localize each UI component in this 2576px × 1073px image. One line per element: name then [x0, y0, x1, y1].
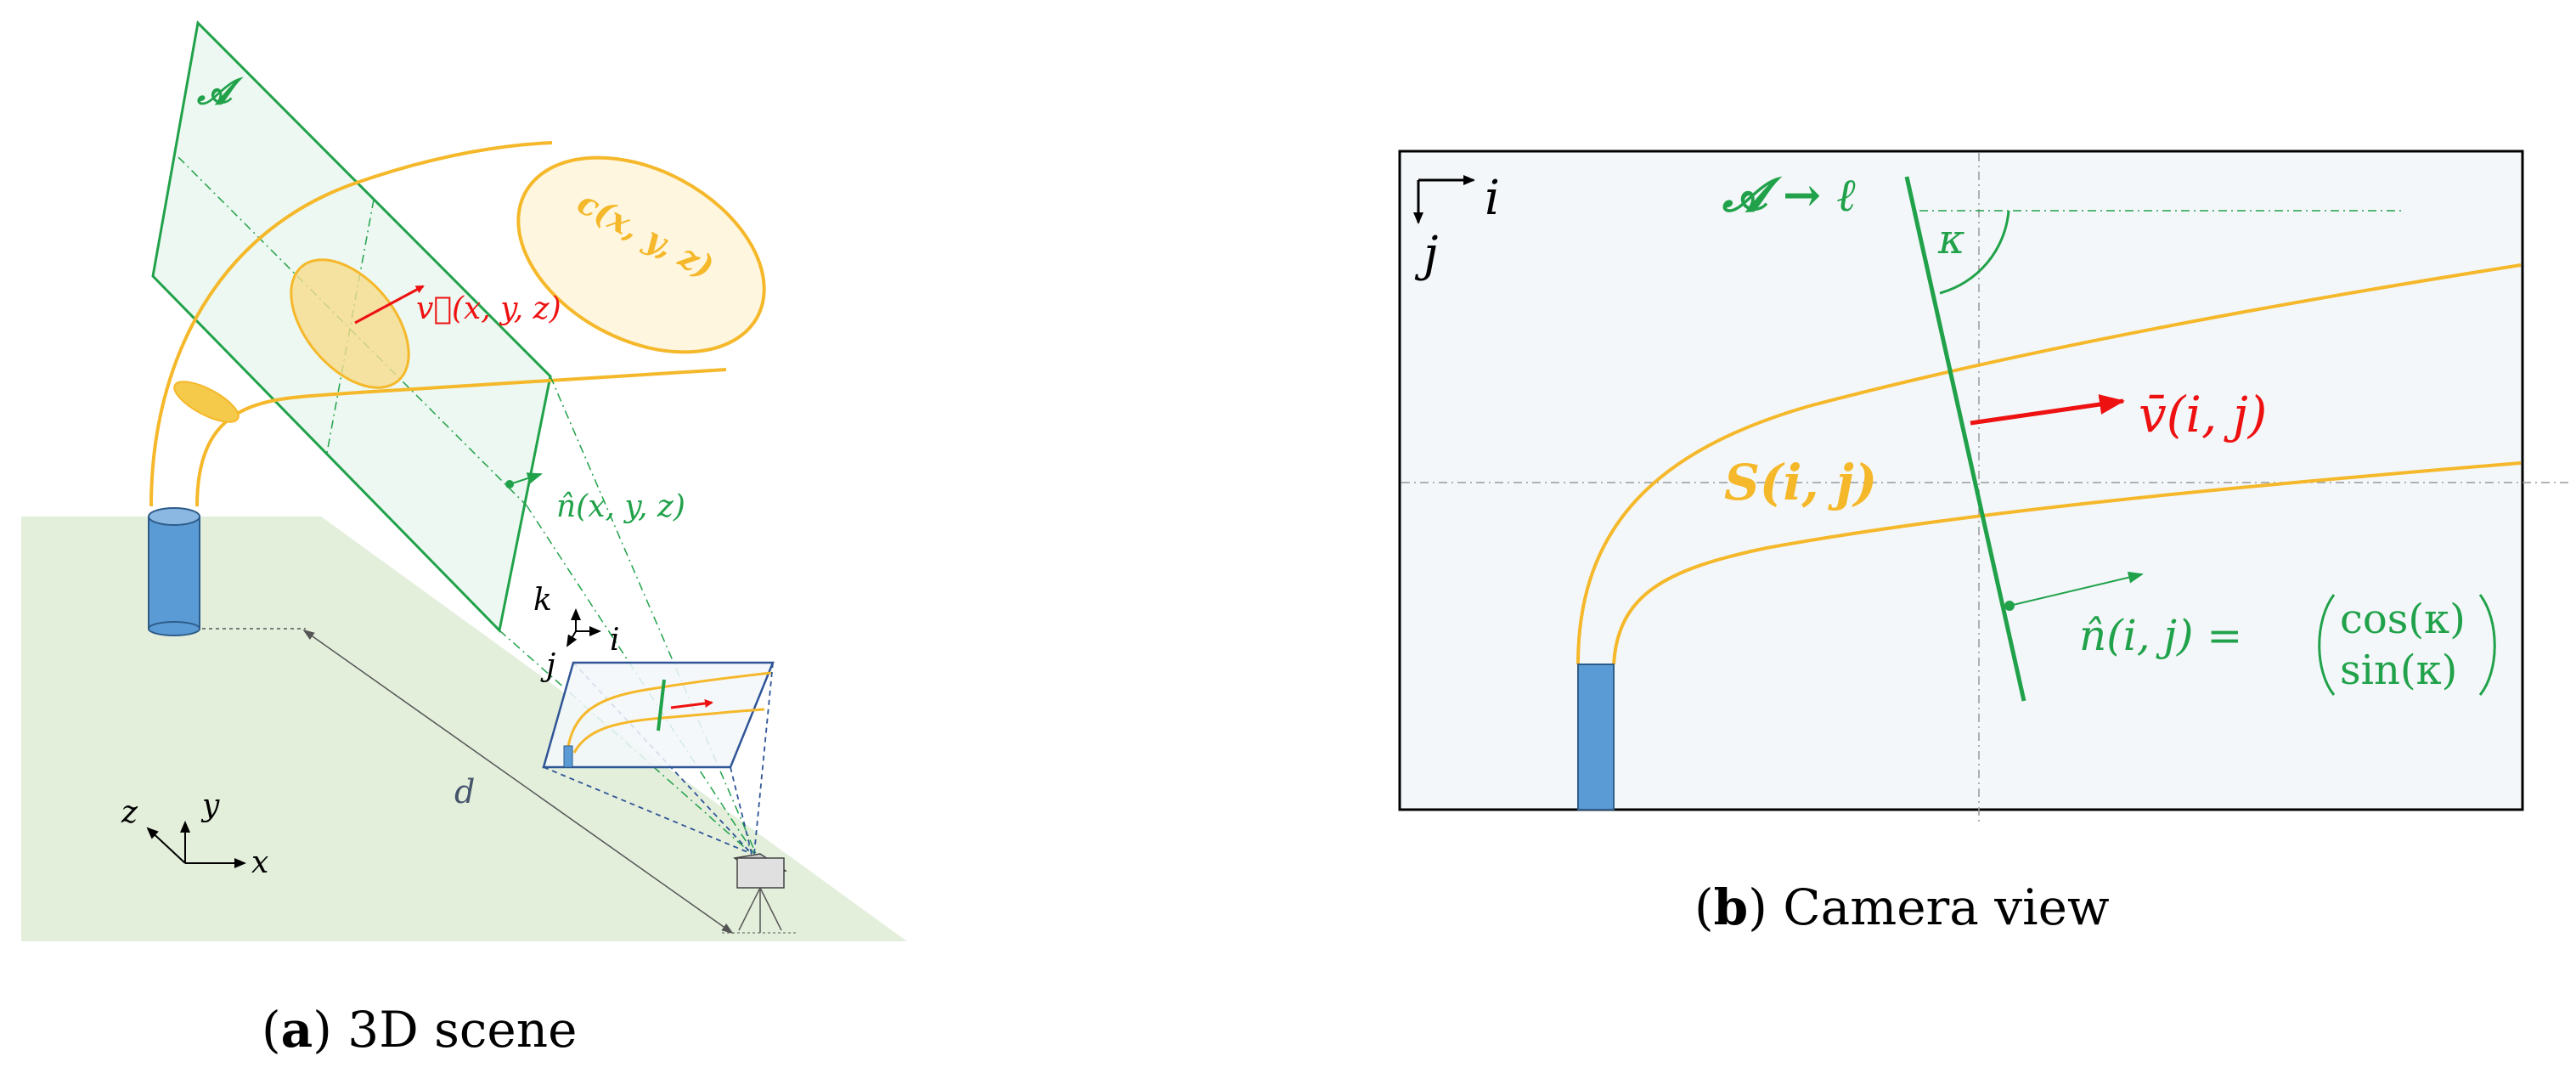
distance-label: d [454, 773, 475, 810]
matrix-sin: sin(κ) [2340, 647, 2457, 694]
velocity-label: v⃗(x, y, z) [416, 291, 561, 326]
surface-label: S(i, j) [1724, 454, 1877, 511]
plume-small-ellipse [173, 381, 240, 423]
caption-b: (b) Camera view [1694, 878, 2110, 936]
flow-ellipse [516, 155, 766, 354]
camera-frustum [543, 662, 774, 855]
chimney-cylinder [148, 507, 200, 636]
velocity-vector-arrow [1970, 394, 2125, 426]
world-axes [146, 821, 246, 868]
caption-b-text: Camera view [1767, 878, 2110, 936]
caption-a: (a) 3D scene [262, 1001, 577, 1059]
surface-upper-edge [1576, 263, 2522, 665]
image-axis-i-label: i [610, 623, 620, 658]
distance-line [302, 629, 734, 935]
world-axis-z-label: z [121, 795, 138, 830]
velocity-vector-arrow [354, 285, 425, 325]
plane-cut-ellipse [290, 258, 410, 389]
plane-guide-line [326, 199, 375, 454]
matrix-cos: cos(κ) [2340, 596, 2466, 643]
panel-3d-scene: 𝓐 c(x, y, z) v⃗(x, y, z) n̂(x, y, z) d k… [21, 20, 907, 1059]
normal-label: n̂(x, y, z) [556, 489, 685, 524]
caption-a-letter: a [281, 1001, 313, 1059]
angle-label: κ [1937, 216, 1964, 263]
plane-map-label: 𝓐 → ℓ [1722, 167, 1857, 222]
surface-lower-edge [1612, 461, 2522, 665]
normal-label: n̂(i, j) = [2079, 611, 2242, 660]
caption-a-text: 3D scene [332, 1001, 578, 1059]
plume-outer-edge [149, 141, 553, 507]
image-axis-k-label: k [533, 583, 552, 618]
velocity-label: v̄(i, j) [2139, 386, 2267, 443]
normal-vector-arrow [2009, 571, 2144, 607]
projected-line [1904, 176, 2026, 702]
image-plane [542, 661, 775, 769]
camera-icon [722, 853, 798, 934]
normal-vector-arrow [509, 472, 543, 485]
axis-i-label: i [1485, 171, 1500, 226]
world-axis-x-label: x [251, 845, 268, 880]
normal-matrix: cos(κ) sin(κ) [2318, 594, 2496, 696]
image-axes [566, 608, 601, 647]
world-axis-y-label: y [200, 788, 220, 823]
plume-inner-edge [195, 368, 727, 507]
chimney-rect [1577, 664, 1615, 810]
caption-b-letter: b [1714, 878, 1749, 936]
angle-arc [1939, 210, 2010, 295]
panel-camera-view: i j 𝓐 → ℓ κ v̄(i, j) S(i, j) n̂(i, j) = … [1398, 150, 2569, 936]
